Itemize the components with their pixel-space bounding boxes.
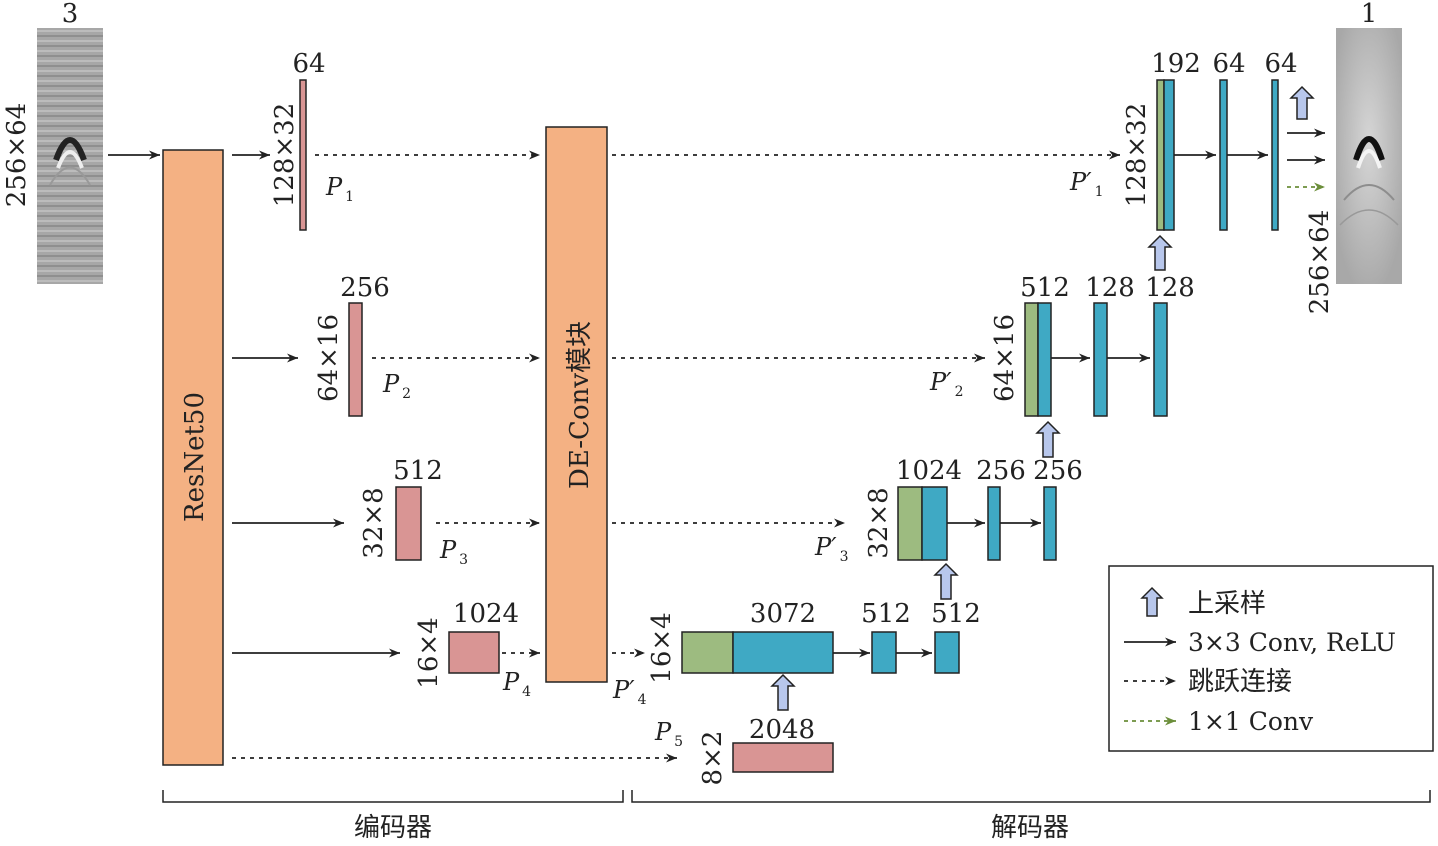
d3-label: P′3 [814, 533, 849, 565]
p5-size: 8×2 [698, 731, 728, 786]
d1-c2: 64 [1212, 49, 1245, 79]
d4-label: P′4 [612, 676, 647, 708]
decoder-label: 解码器 [991, 813, 1069, 843]
d3-size: 32×8 [864, 487, 894, 558]
p2-channels: 256 [340, 273, 390, 303]
de-conv-block [545, 126, 608, 683]
d4-size: 16×4 [647, 612, 677, 683]
d1-size: 128×32 [1122, 103, 1152, 208]
output-channels: 1 [1361, 0, 1378, 29]
legend-conv-label: 3×3 Conv, ReLU [1188, 628, 1396, 657]
decoder-level-2: P′2 64×16 512 128 128 [929, 273, 1195, 417]
p1-size: 128×32 [270, 103, 300, 208]
p5-channels: 2048 [749, 715, 815, 745]
d2-c1: 512 [1020, 273, 1070, 303]
p3-size: 32×8 [359, 487, 389, 558]
encoder-label: 编码器 [354, 813, 432, 843]
d2-concat-block [1037, 302, 1052, 417]
d2-size: 64×16 [990, 314, 1020, 402]
de-conv-label: DE-Conv模块 [565, 321, 595, 489]
d3-concat-block [921, 486, 948, 561]
d3-conv-block-2 [1043, 486, 1057, 561]
d1-c3: 64 [1264, 49, 1297, 79]
legend-upsample-label: 上采样 [1188, 589, 1266, 619]
resnet50-block [162, 149, 224, 766]
decoder-level-4: P′4 16×4 3072 512 512 [612, 599, 981, 708]
d4-c2: 512 [861, 599, 911, 629]
p2-size: 64×16 [314, 314, 344, 402]
input-image [37, 28, 103, 284]
legend-skip-label: 跳跃连接 [1188, 667, 1292, 697]
d2-conv-block-2 [1153, 302, 1168, 417]
input-size: 256×64 [2, 103, 32, 208]
d2-skip-block [1024, 302, 1039, 417]
d1-c1: 192 [1151, 49, 1201, 79]
d1-conv-block-2 [1271, 79, 1279, 231]
d2-c2: 128 [1085, 273, 1135, 303]
p3-channels: 512 [393, 456, 443, 486]
output-size: 256×64 [1305, 210, 1335, 315]
decoder-bracket [631, 790, 1431, 803]
d3-c2: 256 [976, 456, 1026, 486]
d4-c1: 3072 [750, 599, 816, 629]
d3-c1: 1024 [896, 456, 962, 486]
d4-concat-block [732, 631, 834, 674]
output-image [1336, 28, 1402, 284]
p4-channels: 1024 [453, 599, 519, 629]
p1-channels: 64 [292, 49, 325, 79]
legend: 上采样 3×3 Conv, ReLU 跳跃连接 1×1 Conv [1108, 565, 1434, 752]
decoder-level-1: P′1 128×32 192 64 64 [1069, 49, 1298, 231]
upsample-arrow-d2 [1147, 234, 1173, 271]
d2-conv-block-1 [1093, 302, 1108, 417]
d1-skip-block [1156, 79, 1165, 231]
p4-size: 16×4 [414, 617, 444, 688]
d1-concat-block [1163, 79, 1175, 231]
d3-skip-block [897, 486, 923, 561]
d2-label: P′2 [929, 368, 964, 400]
decoder-level-3: P′3 32×8 1024 256 256 [814, 456, 1083, 565]
upsample-arrow-head [1289, 85, 1315, 120]
legend-conv1x1-label: 1×1 Conv [1188, 707, 1314, 736]
upsample-arrow-d4 [933, 562, 959, 600]
d4-skip-block [681, 631, 734, 674]
d4-conv-block-1 [871, 631, 897, 674]
d4-c3: 512 [931, 599, 981, 629]
d3-conv-block-1 [987, 486, 1001, 561]
d3-c3: 256 [1033, 456, 1083, 486]
upsample-arrow-p5 [770, 673, 796, 711]
input-channels: 3 [62, 0, 79, 29]
resnet50-label: ResNet50 [180, 392, 210, 522]
d1-conv-block-1 [1219, 79, 1228, 231]
legend-upsample-icon [1140, 586, 1164, 617]
d1-label: P′1 [1069, 168, 1104, 200]
upsample-arrow-d3 [1035, 420, 1061, 458]
d2-c3: 128 [1145, 273, 1195, 303]
encoder-bracket [162, 790, 624, 803]
d4-conv-block-2 [934, 631, 960, 674]
